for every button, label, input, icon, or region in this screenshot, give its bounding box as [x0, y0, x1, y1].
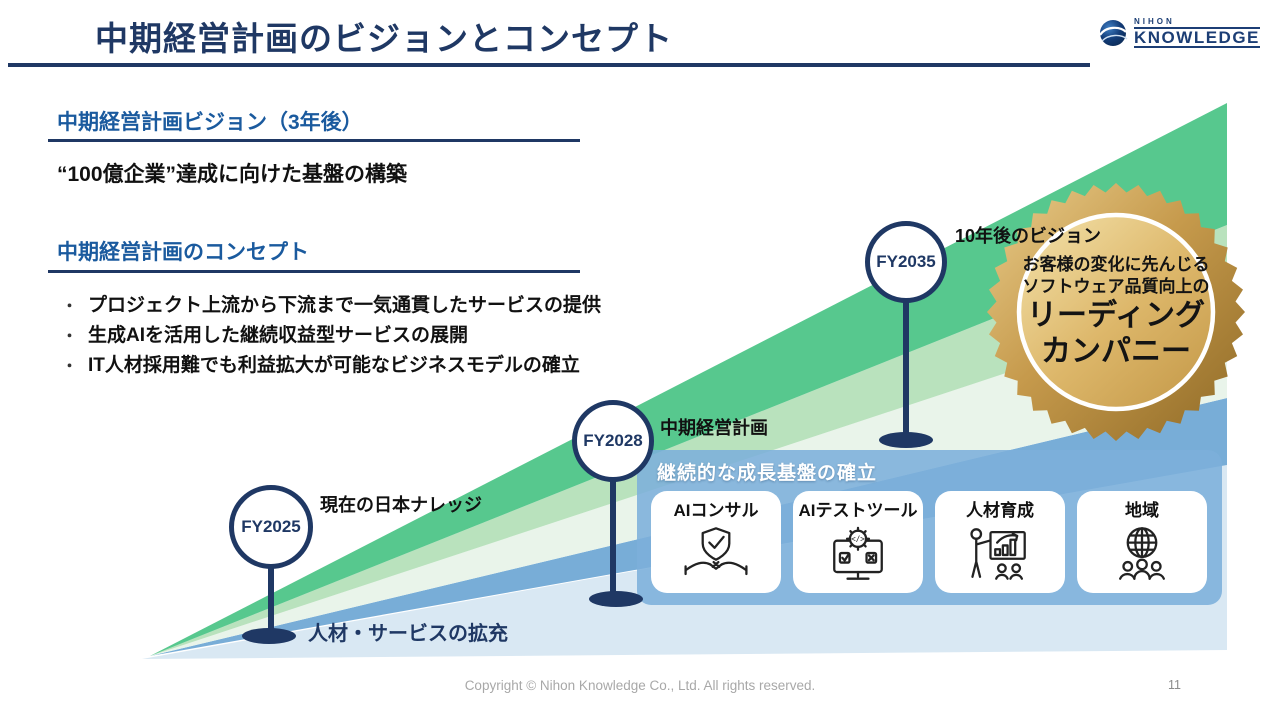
list-item: ・ プロジェクト上流から下流まで一気通貫したサービスの提供: [62, 290, 601, 320]
growth-box-title: 継続的な成長基盤の確立: [657, 463, 878, 484]
badge-line: リーディング: [1027, 299, 1205, 333]
badge-line: お客様の変化に先んじる: [1022, 254, 1210, 274]
bullet-text: 生成AIを活用した継続収益型サービスの展開: [88, 325, 469, 346]
bullet-text: プロジェクト上流から下流まで一気通貫したサービスの提供: [88, 295, 602, 316]
vision-underline: [48, 139, 580, 142]
globe-logo-icon: [1099, 20, 1128, 46]
badge-line: ソフトウェア品質向上の: [1022, 277, 1210, 296]
card-label: AIテストツール: [798, 501, 918, 520]
test-monitor-icon: </>: [833, 526, 883, 580]
card-label: AIコンサル: [673, 501, 759, 520]
bullet-marker: ・: [62, 328, 78, 345]
badge-text: お客様の変化に先んじる ソフトウェア品質向上の リーディング カンパニー: [986, 182, 1246, 442]
badge-line: カンパニー: [1041, 335, 1191, 369]
growth-card-ai-test-tool: AIテストツール </>: [793, 491, 923, 593]
bullet-marker: ・: [62, 298, 78, 315]
bullet-marker: ・: [62, 358, 78, 375]
concept-bullet-list: ・ プロジェクト上流から下流まで一気通貫したサービスの提供 ・ 生成AIを活用し…: [62, 290, 601, 380]
company-logo: NIHON KNOWLEDGE: [1096, 16, 1260, 50]
copyright-text: Copyright © Nihon Knowledge Co., Ltd. Al…: [464, 678, 816, 693]
globe-community-icon: [1119, 527, 1165, 580]
logo-text: NIHON KNOWLEDGE: [1134, 18, 1260, 48]
vision-heading: 中期経営計画ビジョン（3年後）: [57, 111, 363, 134]
growth-card-ai-consulting: AIコンサル: [651, 491, 781, 593]
growth-foundation-box: 継続的な成長基盤の確立 AIコンサル AIテストツール: [637, 450, 1222, 605]
handshake-shield-icon: [684, 527, 748, 576]
bullet-text: IT人材採用難でも利益拡大が可能なビジネスモデルの確立: [88, 355, 580, 376]
growth-card-talent-development: 人材育成: [935, 491, 1065, 593]
milestone-fy2028: FY2028: [572, 400, 654, 482]
vision-gold-seal: お客様の変化に先んじる ソフトウェア品質向上の リーディング カンパニー: [986, 182, 1246, 442]
gold-seal-icon: [987, 183, 1245, 441]
page-number: 11: [1168, 678, 1181, 692]
title-divider: [8, 63, 1090, 67]
wedge-dark-green: [150, 103, 1227, 656]
logo-bottom-label: KNOWLEDGE: [1134, 28, 1260, 48]
list-item: ・ 生成AIを活用した継続収益型サービスの展開: [62, 320, 601, 350]
growth-card-row: AIコンサル AIテストツール </>: [651, 491, 1208, 593]
concept-underline: [48, 270, 580, 273]
milestone-fy2035: FY2035: [865, 221, 947, 303]
vision-body: “100億企業”達成に向けた基盤の構築: [57, 163, 408, 186]
logo-top-label: NIHON: [1134, 18, 1260, 29]
page-title: 中期経営計画のビジョンとコンセプト: [95, 20, 673, 57]
card-label: 地域: [1125, 501, 1159, 520]
milestone-label-fy2035: 10年後のビジョン: [955, 226, 1102, 246]
milestone-fy2025: FY2025: [229, 485, 313, 569]
timeline-base-label: 人材・サービスの拡充: [308, 623, 508, 645]
milestone-label-fy2025: 現在の日本ナレッジ: [320, 495, 482, 515]
training-presenter-icon: [970, 528, 1026, 580]
card-label: 人材育成: [966, 501, 1034, 520]
svg-text:</>: </>: [851, 535, 865, 544]
list-item: ・ IT人材採用難でも利益拡大が可能なビジネスモデルの確立: [62, 350, 601, 380]
milestone-label-fy2028: 中期経営計画: [660, 418, 768, 438]
growth-card-region: 地域: [1077, 491, 1207, 593]
concept-heading: 中期経営計画のコンセプト: [57, 241, 309, 264]
